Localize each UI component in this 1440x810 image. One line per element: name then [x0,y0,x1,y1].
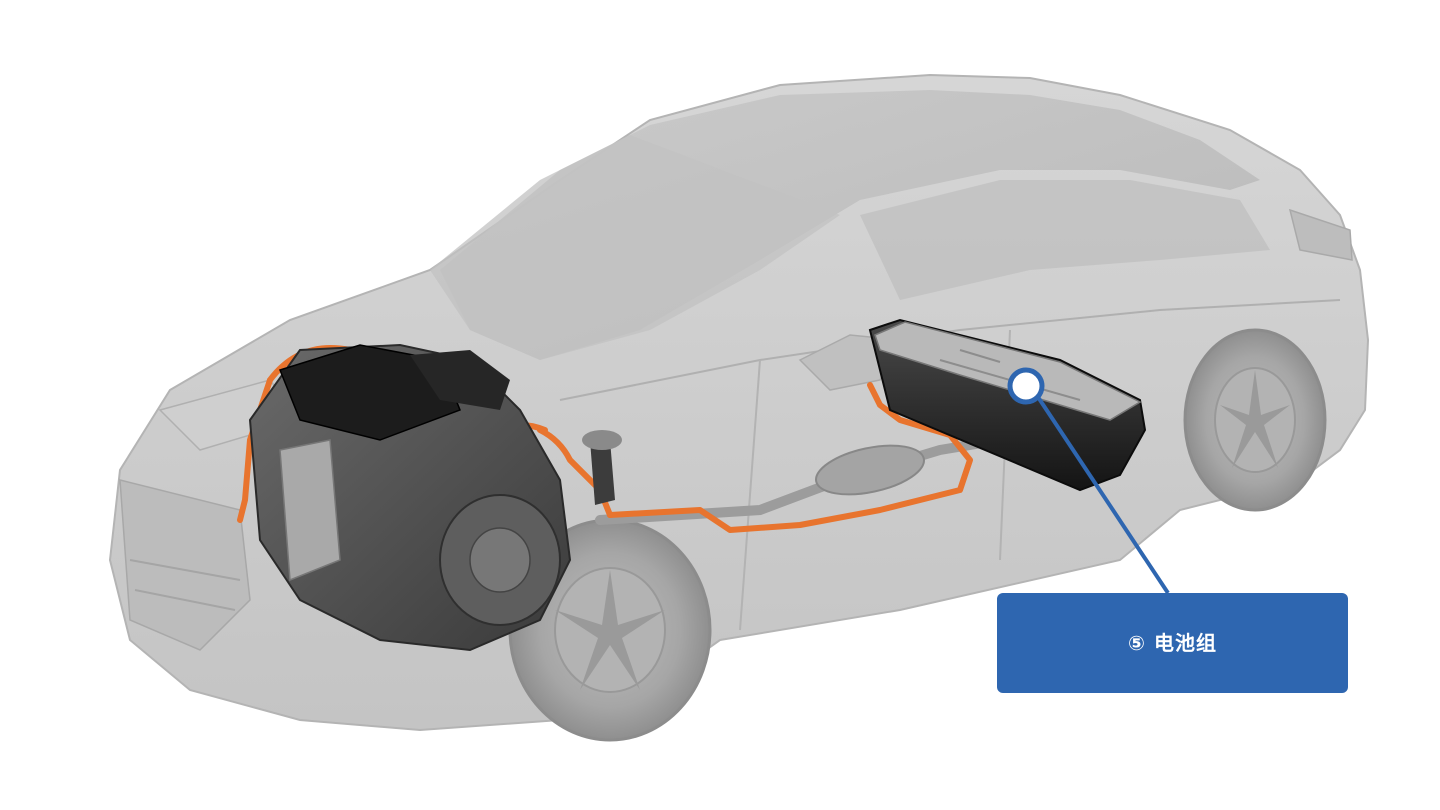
callout-label: ⑤ 电池组 [1128,630,1217,655]
rear-wheel [1183,328,1327,512]
engine-assembly [248,343,622,652]
callout-leader [1007,367,1170,595]
battery-pack-callout: ⑤ 电池组 [997,593,1348,693]
callout-marker [1007,367,1045,405]
